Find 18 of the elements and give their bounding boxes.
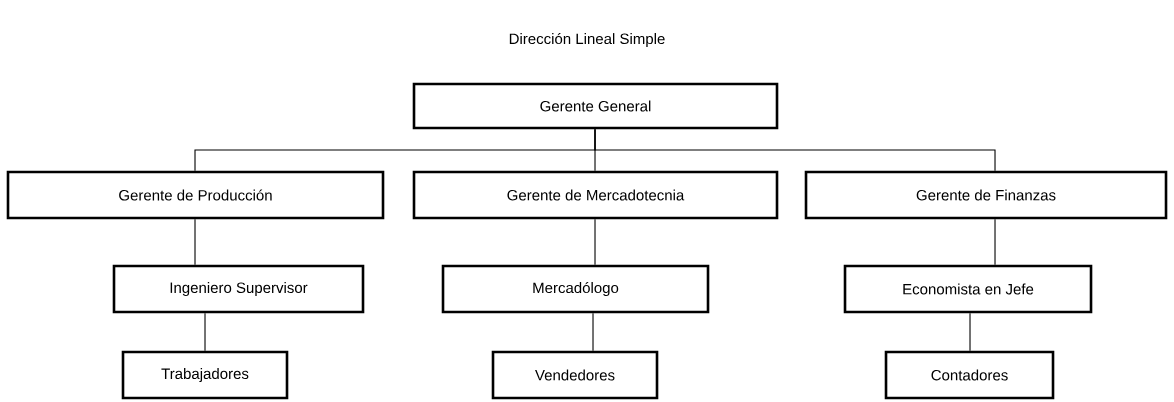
position-box: Trabajadores [121,350,289,400]
connector-line [204,312,206,352]
position-box: Gerente General [412,82,779,130]
connector-line [594,128,996,172]
connector-line [592,312,594,352]
position-box: Vendedores [491,350,659,400]
connector-line [994,218,996,266]
connector-line [194,218,196,266]
position-box: Economista en Jefe [843,264,1093,314]
connector-line [969,312,971,352]
title: Dirección Lineal Simple [509,32,665,48]
position-box: Gerente de Producción [6,170,385,220]
position-box: Gerente de Mercadotecnia [412,170,779,220]
connector-line [594,218,596,266]
position-box: Contadores [884,350,1055,400]
position-box: Ingeniero Supervisor [112,264,365,314]
position-box: Mercadólogo [441,264,710,314]
position-box: Gerente de Finanzas [804,170,1168,220]
